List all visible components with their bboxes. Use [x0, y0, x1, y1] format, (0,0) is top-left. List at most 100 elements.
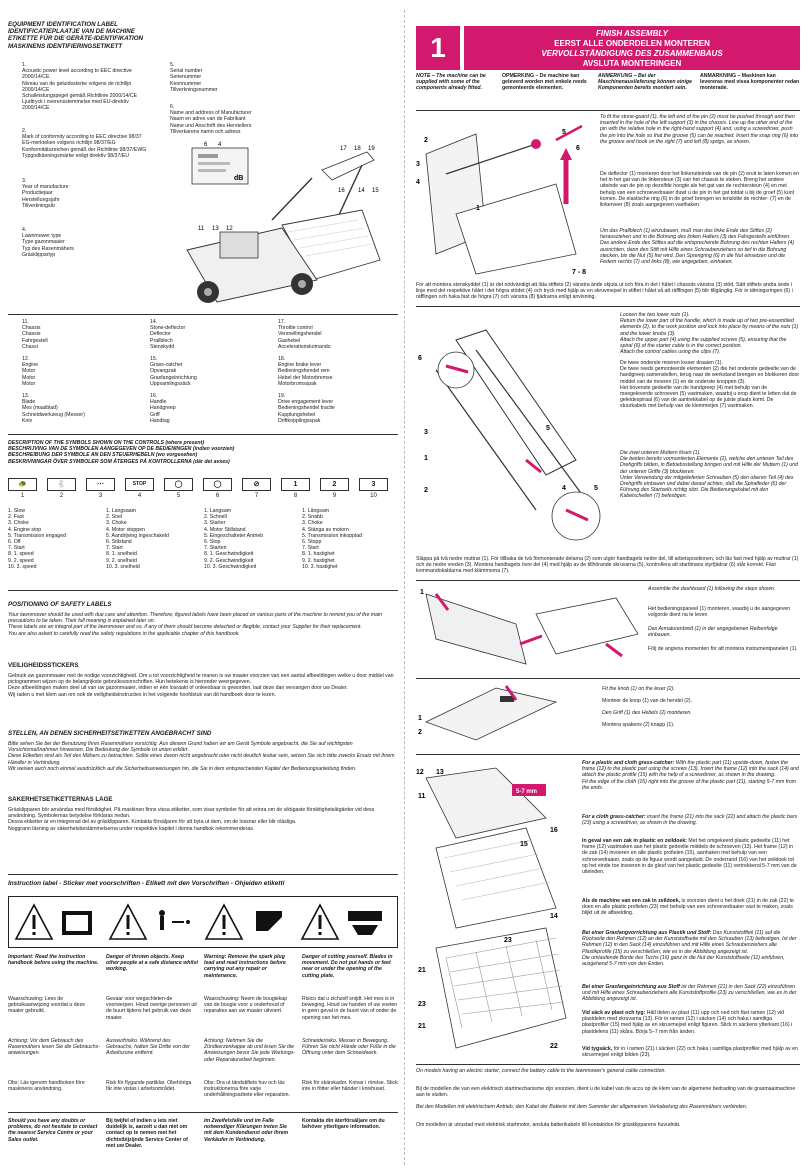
safety-text-de: Bitte sehen Sie bei der Benutzung Ihres … — [8, 741, 395, 772]
id-item-3: 3. Year of manufacture Productiejaar Her… — [22, 178, 69, 209]
step2-de: Die zwei unteren Muttern lösen (1). Die … — [620, 450, 798, 500]
svg-text:12: 12 — [416, 769, 424, 776]
symbol-number: 1 — [20, 493, 25, 499]
instruction-label-title: Instruction label - Sticker met voorschr… — [8, 880, 285, 887]
step3-sv: Följ de angivna momenten för att montera… — [648, 646, 798, 652]
symbol-9-icon: 2 — [320, 478, 349, 491]
part-19: 19. Drive engagement lever Bedieningshen… — [278, 393, 335, 424]
step1-en: To fit the stone-guard (1), the left end… — [600, 114, 799, 145]
step5-de-body: Das Kunststoffteil (11) auf die Rückseit… — [582, 930, 797, 968]
svg-text:dB: dB — [234, 175, 243, 182]
divider — [8, 314, 398, 315]
starter-nl: Bij de modellen die van een elektrisch s… — [416, 1086, 796, 1099]
symbol-6-icon: ◯ — [203, 478, 232, 491]
section-number: 1 — [416, 26, 460, 70]
section-title-de: VERVOLLSTÄNDIGUNG DES ZUSAMMENBAUS — [541, 49, 723, 58]
step5-en-body: With the plastic part (11) upside-down, … — [582, 760, 799, 791]
svg-text:2: 2 — [418, 729, 422, 736]
svg-text:1: 1 — [418, 715, 422, 722]
warn-en-4: Danger of cutting yourself. Blades in mo… — [302, 954, 393, 979]
svg-text:13: 13 — [212, 226, 219, 232]
symbol-list-de: 1. Langsam 2. Schnell 3. Starter 4. Moto… — [204, 508, 264, 570]
doubts-sv: Kontakta din återförsäljare om du behöve… — [302, 1118, 385, 1131]
safety-heading-de: STELLEN, AN DENEN SICHERHEITSETIKETTEN A… — [8, 730, 212, 737]
step3-en: Assemble the dashboard (1) following the… — [648, 586, 776, 592]
svg-text:15: 15 — [372, 188, 379, 194]
warn-sv-4: Risk för skärskador. Knivar i rörelse. S… — [302, 1080, 398, 1093]
safety-text-nl: Gebruik uw gazonmaaier met de nodige voo… — [8, 673, 394, 698]
part-16: 16. Handle Handgreep Griff Handtag — [150, 393, 176, 424]
part-14: 14. Stone-deflector Deflector Prallblech… — [150, 319, 186, 350]
svg-text:12: 12 — [226, 226, 233, 232]
svg-text:19: 19 — [368, 146, 375, 152]
warn-de-4: Schneiderisiko. Messer in Bewegung. Führ… — [302, 1038, 396, 1057]
symbol-5-icon: ◯ — [164, 478, 193, 491]
knob-illustration: 1 2 — [418, 685, 558, 741]
step5-de2-head: Bei einer Grasfangeinrichtung aus Stoff — [582, 984, 680, 990]
divider — [416, 754, 800, 755]
safety-heading-nl: VEILIGHEIDSSTICKERS — [8, 662, 79, 669]
warn-sv-2: Risk för flygande partiklar. Obehöriga f… — [106, 1080, 192, 1093]
svg-text:6: 6 — [576, 145, 580, 152]
symbol-7-icon: ⊘ — [242, 478, 271, 491]
symbol-number: 5 — [176, 493, 181, 499]
svg-text:3: 3 — [416, 161, 420, 168]
step5-de2: Bei einer Grasfangeinrichtung aus Stoff … — [582, 984, 800, 1008]
starter-de: Bei den Modellen mit elektrischem Antrie… — [416, 1104, 748, 1110]
divider — [8, 874, 398, 875]
step3-nl: Het bedieningspaneel (1) monteren, waarb… — [648, 606, 791, 619]
symbols-title: DESCRIPTION OF THE SYMBOLS SHOWN ON THE … — [8, 440, 235, 465]
warn-sv-1: Obs: Läs igenom handboken före maskinens… — [8, 1080, 85, 1093]
step5-nl2: Als de machine van een zak in zeildoek, … — [582, 898, 800, 928]
handle-assembly-illustration: 6 3 1 2 5 4 5 — [418, 329, 601, 541]
step2-sv: Släppa på två nedre muttrar (1). För til… — [416, 556, 799, 575]
warn-en-1: Important: Read the instruction handbook… — [8, 954, 99, 967]
svg-text:7 - 8: 7 - 8 — [572, 269, 586, 276]
step5-en2-head: For a cloth grass-catcher: — [582, 814, 646, 820]
warn-sv-3: Obs: Dra ut tändstiftets huv och läs ins… — [204, 1080, 290, 1099]
section-title-en: FINISH ASSEMBLY — [595, 29, 668, 38]
symbol-3-icon: ⋯ — [86, 478, 115, 491]
symbol-8-icon: 1 — [281, 478, 310, 491]
id-item-1: 1. Acoustic power level according to EEC… — [22, 62, 138, 112]
note-de: ANMERKUNG – Bei der Maschinenauslieferun… — [598, 73, 692, 92]
svg-text:16: 16 — [550, 827, 558, 834]
symbol-10-icon: 3 — [359, 478, 388, 491]
step5-nl2-body: is voorzien dient u het doek (21) in de … — [582, 898, 794, 917]
column-divider — [404, 10, 405, 1165]
note-sv: ANMÄRKNING – Maskinen kan levereras med … — [700, 73, 800, 92]
step5-nl: In geval van een zak in plastic en zeild… — [582, 838, 800, 896]
symbol-number: 4 — [137, 493, 142, 499]
doubts-nl: Bij twijfel of indien u iets niet duidel… — [106, 1118, 188, 1149]
warn-nl-4: Risico dat u zichzelf snijdt. Het mes is… — [302, 996, 398, 1021]
step5-sv-head: Vid säck av plast och tyg: — [582, 1010, 646, 1016]
step5-en-head: For a plastic and cloth grass-catcher: — [582, 760, 675, 766]
svg-text:5: 5 — [594, 485, 598, 492]
step5-nl-head: In geval van een zak in plastic en zeild… — [582, 838, 687, 844]
step5-de: Bei einer Grasfangvorrichtung aus Plasti… — [582, 930, 800, 982]
section-title-bar: FINISH ASSEMBLY EERST ALLE ONDERDELEN MO… — [464, 26, 800, 70]
divider — [8, 1112, 398, 1113]
svg-text:23: 23 — [504, 937, 512, 944]
step5-en2-body: insert the frame (21) into the sack (22)… — [582, 814, 798, 827]
step5-sv2-head: Vid tygsäck, — [582, 1046, 613, 1052]
svg-text:11: 11 — [198, 226, 205, 232]
svg-text:2: 2 — [424, 137, 428, 144]
svg-text:16: 16 — [338, 188, 345, 194]
step5-de-head: Bei einer Grasfangvorrichtung aus Plasti… — [582, 930, 712, 936]
warn-en-2: Danger of thrown objects. Keep other peo… — [106, 954, 198, 973]
symbol-list-en: 1. Slow 2. Fast 3. Choke 4. Engine stop … — [8, 508, 66, 570]
symbol-number: 3 — [98, 493, 103, 499]
warning-label — [8, 896, 398, 948]
divider — [416, 1064, 800, 1065]
warn-nl-2: Gevaar voor wegschleten-de voorwerpen. H… — [106, 996, 197, 1021]
svg-text:1: 1 — [420, 589, 424, 596]
doubts-de: Im Zweifelsfalle und im Falle notwendige… — [204, 1118, 289, 1143]
svg-text:14: 14 — [550, 913, 558, 920]
step5-sv-body: Håll delen av plast (11) upp och ned och… — [582, 1010, 793, 1035]
part-17: 17. Throttle control Versnellingshendel … — [278, 319, 331, 350]
id-item-5: 5. Serial number Serienummer Kennnummer … — [170, 62, 218, 93]
divider — [416, 678, 800, 679]
section-title-nl: EERST ALLE ONDERDELEN MONTEREN — [554, 39, 710, 48]
svg-text:21: 21 — [418, 1023, 426, 1030]
